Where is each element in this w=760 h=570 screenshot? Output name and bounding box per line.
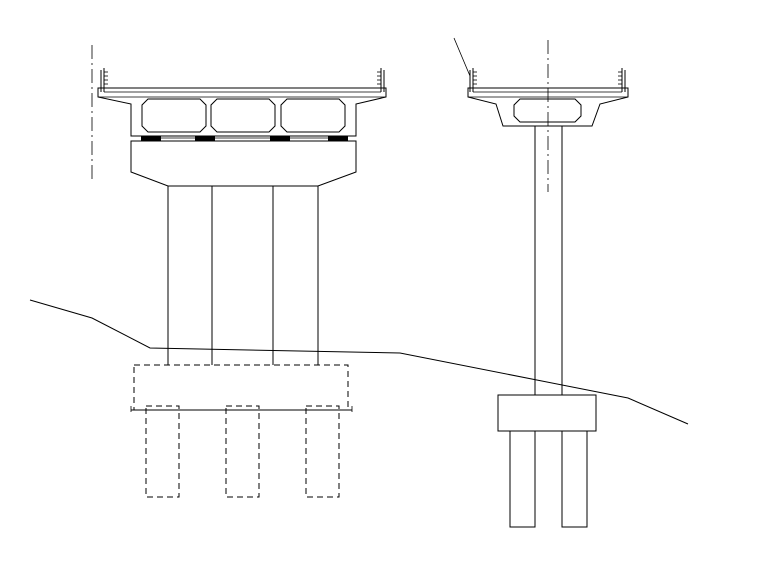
right-pile-cap xyxy=(497,394,597,432)
leader-line xyxy=(453,37,471,77)
left-pier-elevation xyxy=(91,45,387,498)
right-pile-2 xyxy=(561,430,588,528)
right-deck-slab xyxy=(467,87,629,127)
right-column xyxy=(534,126,563,395)
left-deck-slab xyxy=(97,87,387,137)
left-pile-3 xyxy=(305,405,340,498)
left-pile-1 xyxy=(145,405,180,498)
right-pile-1 xyxy=(509,430,536,528)
left-columns xyxy=(167,186,319,365)
left-bearings xyxy=(131,136,356,142)
left-cap-beam xyxy=(130,140,357,187)
left-box-cell-2 xyxy=(210,98,276,133)
left-pile-cap xyxy=(133,364,349,411)
right-box-cell xyxy=(513,98,582,123)
left-box-cell-3 xyxy=(280,98,346,133)
right-pier-elevation xyxy=(453,37,629,528)
left-box-cell-1 xyxy=(141,98,207,133)
left-pile-2 xyxy=(225,405,260,498)
ground-line xyxy=(29,299,689,425)
